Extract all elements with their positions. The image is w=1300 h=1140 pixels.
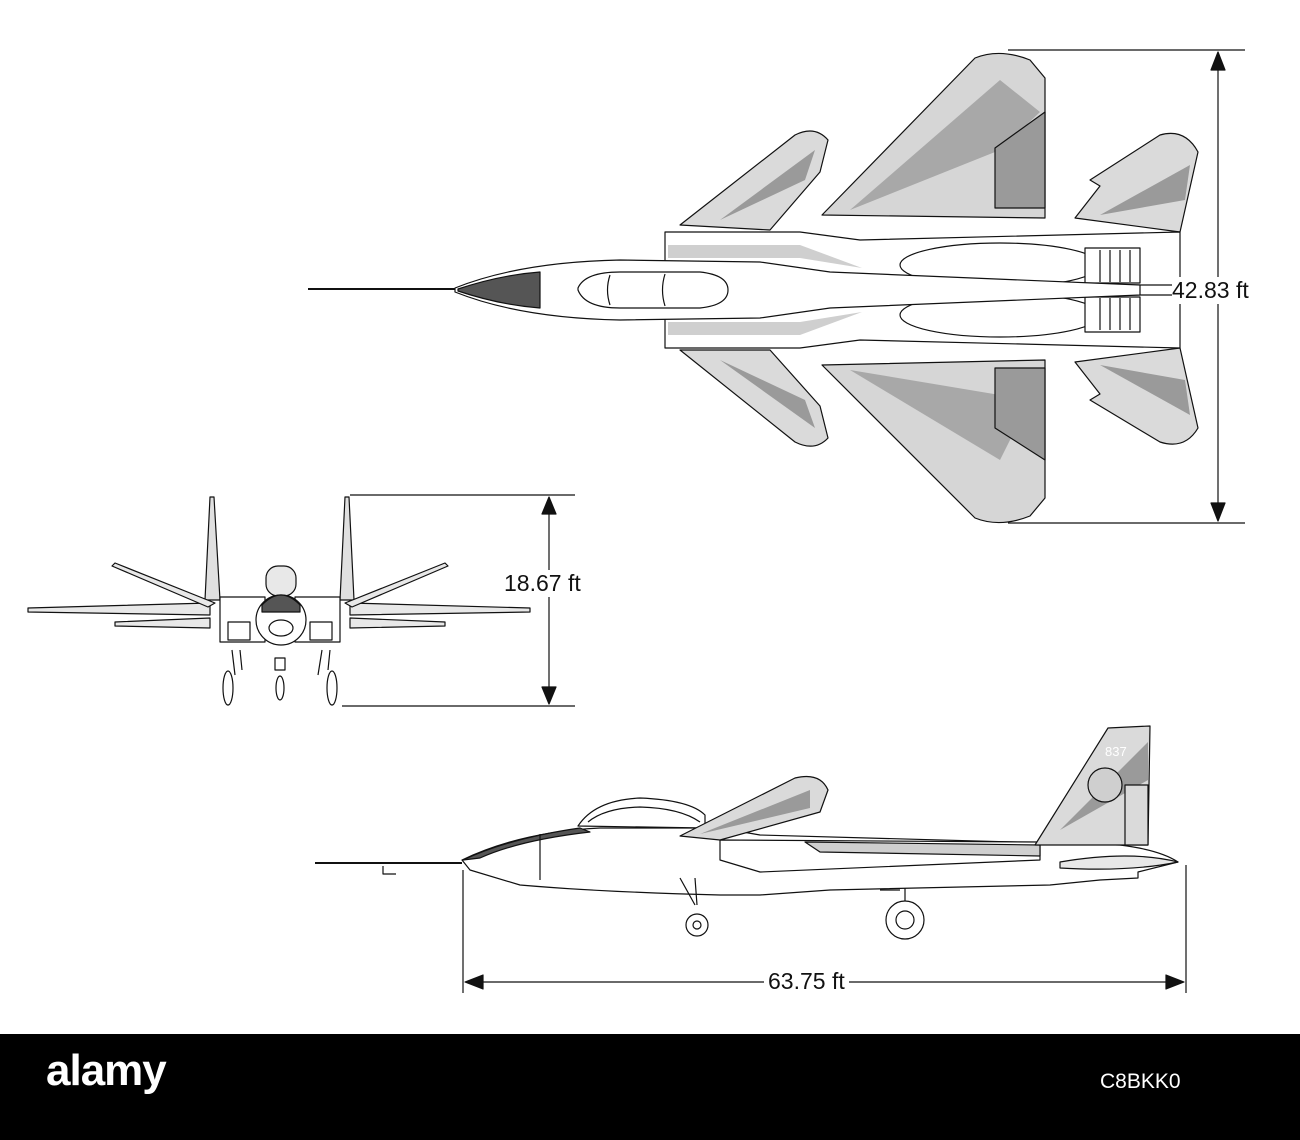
- side-canopy: [577, 797, 706, 829]
- image-id: C8BKK0: [1100, 1070, 1181, 1093]
- top-left-canard-shade: [720, 150, 815, 220]
- side-radome: [462, 827, 591, 861]
- side-nacelle: [1059, 855, 1179, 870]
- top-intake-stripe-left: [668, 245, 862, 268]
- brand-logo: alamy: [46, 1046, 167, 1095]
- side-tail-number: 837: [1105, 744, 1127, 759]
- front-wing-right: [349, 602, 531, 616]
- top-canopy: [577, 271, 729, 309]
- front-nose-gear: [274, 657, 286, 671]
- top-nozzle-ribs: [1099, 250, 1131, 330]
- top-right-stabilator-shade: [1100, 365, 1190, 415]
- front-intake-right-inner: [309, 621, 333, 641]
- top-nozzle-right: [1084, 296, 1141, 333]
- front-canopy: [265, 565, 297, 597]
- top-left-canard: [679, 130, 829, 231]
- top-right-aileron: [994, 367, 1046, 461]
- front-nose-wheel: [275, 675, 285, 701]
- front-canard-right: [344, 562, 449, 608]
- length-arrow-left: [464, 974, 484, 990]
- side-canopy-frame: [587, 806, 701, 823]
- top-nose-radome: [457, 271, 541, 309]
- front-gear-left: [231, 649, 243, 676]
- side-canard: [679, 775, 829, 841]
- top-right-canard-shade: [720, 360, 815, 428]
- top-right-canard: [679, 349, 829, 447]
- height-arrow-bottom: [541, 686, 557, 705]
- side-probe-vane: [382, 866, 396, 875]
- top-left-stabilator-shade: [1100, 165, 1190, 215]
- wingspan-arrow-bottom: [1210, 502, 1226, 522]
- front-wheel-right: [326, 670, 338, 706]
- front-wing-left: [27, 602, 211, 616]
- top-left-wing-shade: [850, 80, 1040, 210]
- top-right-wing-shade: [850, 370, 1030, 460]
- height-label: 18.67 ft: [504, 570, 581, 597]
- length-arrow-right: [1165, 974, 1185, 990]
- wingspan-arrow-top: [1210, 51, 1226, 71]
- side-nose-wheel-hub: [692, 920, 702, 930]
- side-nose-gear-strut: [679, 877, 698, 906]
- watermark-footer: alamy C8BKK0: [0, 1034, 1300, 1140]
- top-canopy-frame: [606, 273, 666, 307]
- side-roundel: [1087, 767, 1123, 803]
- length-label: 63.75 ft: [764, 968, 849, 995]
- height-arrow-top: [541, 496, 557, 515]
- top-view: [308, 49, 1245, 524]
- side-canard-shade: [700, 790, 810, 834]
- front-stab-left: [114, 617, 211, 629]
- front-wheel-left: [222, 670, 234, 706]
- wingspan-label: 42.83 ft: [1172, 277, 1249, 304]
- front-fin-left: [204, 496, 221, 601]
- front-radome: [261, 594, 301, 613]
- top-left-stabilator: [1074, 132, 1199, 233]
- front-gear-right: [317, 649, 331, 676]
- side-intake-stripe: [804, 841, 1041, 857]
- side-view: 837: [315, 725, 1187, 993]
- top-intake-stripe-right: [668, 312, 862, 335]
- front-intake-left-inner: [227, 621, 251, 641]
- front-stab-right: [349, 617, 446, 629]
- front-canard-left: [111, 562, 216, 608]
- top-nozzle-left: [1084, 247, 1141, 284]
- top-right-stabilator: [1074, 347, 1199, 445]
- top-left-aileron: [994, 111, 1046, 209]
- aircraft-three-view-svg: 837: [27, 49, 1245, 993]
- side-main-wheel-hub: [895, 910, 915, 930]
- side-rudder: [1124, 784, 1149, 846]
- front-view: [27, 494, 575, 707]
- front-nose: [268, 619, 294, 637]
- front-fin-right: [339, 496, 355, 601]
